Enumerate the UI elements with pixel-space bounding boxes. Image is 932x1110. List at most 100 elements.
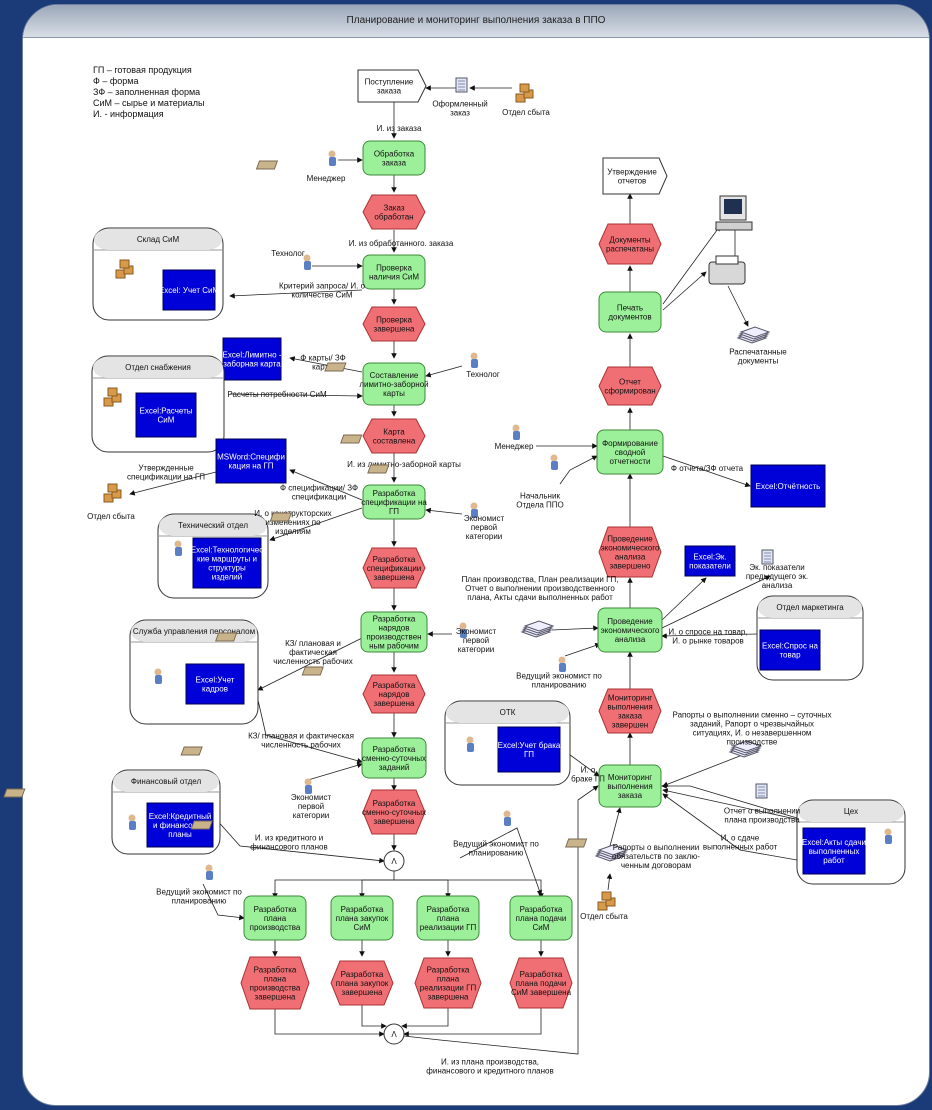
connector xyxy=(727,285,749,327)
connector xyxy=(359,879,394,899)
connector xyxy=(662,455,751,488)
annotation: И. из лимитно-заборной карты xyxy=(347,460,461,469)
legend: ГП – готовая продукция Ф – форма ЗФ – за… xyxy=(93,65,205,120)
title-bar: Планирование и мониторинг выполнения зак… xyxy=(23,5,929,38)
connector xyxy=(307,762,363,781)
sales-dept-icon xyxy=(103,483,122,503)
connector xyxy=(257,637,363,691)
manager-icon xyxy=(255,150,336,170)
annotation: Менеджер xyxy=(307,174,346,183)
connector xyxy=(394,879,544,899)
connector xyxy=(564,642,601,657)
connector xyxy=(662,751,751,787)
connector xyxy=(269,507,363,542)
connector xyxy=(394,879,451,899)
annotation: И. из обработанного. заказа xyxy=(349,239,454,248)
finance-icon xyxy=(128,814,136,830)
connector xyxy=(401,1008,449,1029)
system-s1: Excel: Учет СиМ xyxy=(159,269,219,311)
hr-icon xyxy=(154,668,162,684)
connector xyxy=(662,271,707,311)
legend-item: СиМ – сырье и материалы xyxy=(93,98,205,108)
report-icon xyxy=(755,783,768,799)
system-s9: Excel:Эк.показатели xyxy=(684,545,736,577)
connections xyxy=(129,85,801,1055)
operator-symbol: Λ xyxy=(391,857,397,866)
operator-symbol: Λ xyxy=(391,1030,397,1039)
department-title: Служба управления персоналом xyxy=(133,627,255,636)
sales-dept-icon xyxy=(515,83,534,103)
connector xyxy=(403,785,599,1055)
annotation: Отдел сбыта xyxy=(580,912,628,921)
legend-item: ГП – готовая продукция xyxy=(93,65,192,75)
system-label: Excel:Эк.показатели xyxy=(689,553,731,571)
connector xyxy=(229,393,363,399)
connector xyxy=(661,783,798,819)
system-s2: Excel:Лимитно -заборная карта xyxy=(222,337,282,381)
connector xyxy=(606,873,613,891)
diagram-title: Планирование и мониторинг выполнения зак… xyxy=(346,15,606,26)
connector xyxy=(272,871,395,899)
filled-order-icon xyxy=(455,77,468,93)
connector xyxy=(551,625,599,632)
annotation: Отдел сбыта xyxy=(87,512,135,521)
connector xyxy=(289,469,363,501)
annotation: Отдел сбыта xyxy=(502,108,550,117)
annotation: И. о спросе на товар,И. о рынке товаров xyxy=(668,628,747,646)
connector xyxy=(274,1009,385,1037)
worker-icon xyxy=(565,828,892,848)
connector xyxy=(662,788,801,821)
